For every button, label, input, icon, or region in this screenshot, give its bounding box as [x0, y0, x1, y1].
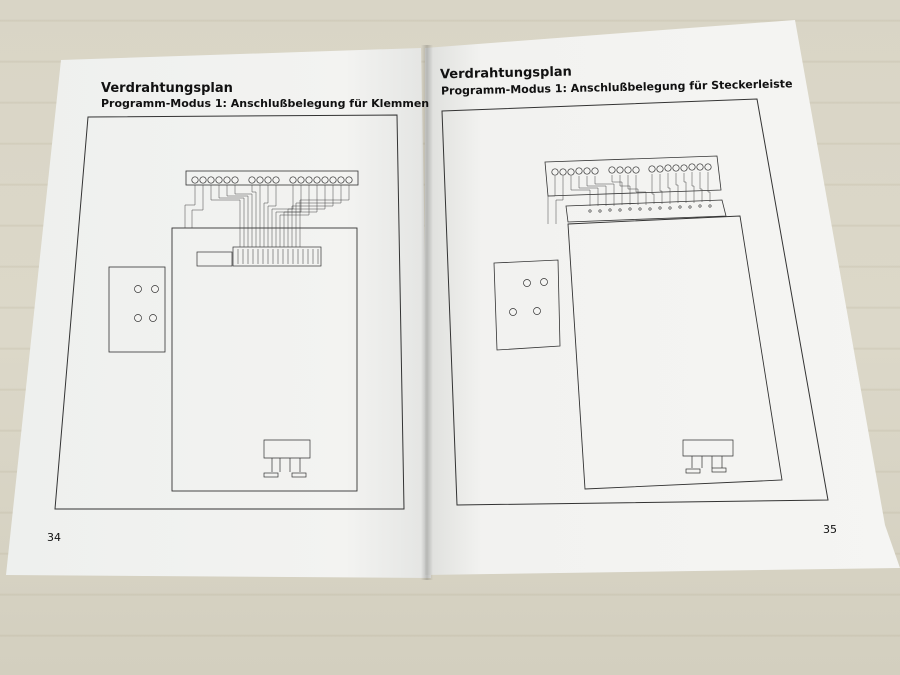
- left-page-number: 34: [47, 531, 61, 544]
- left-diagram-frame: [54, 114, 405, 510]
- left-page-subtitle: Programm-Modus 1: Anschlußbelegung für K…: [101, 97, 430, 110]
- right-terminal-strip: [544, 155, 722, 197]
- book-spine: [421, 45, 433, 580]
- right-lamp-box: [493, 259, 561, 351]
- left-terminal-pins: [237, 249, 319, 264]
- right-module-box: [567, 215, 783, 490]
- left-module-box: [171, 227, 358, 492]
- left-page-title: Verdrahtungsplan: [101, 81, 233, 96]
- left-strip-lamps: [191, 176, 353, 184]
- left-power-block: [196, 251, 233, 267]
- left-page: [6, 48, 431, 578]
- right-plug-connector: [682, 439, 734, 474]
- left-lamp-box: [108, 266, 166, 353]
- right-diagram-frame: [441, 98, 829, 506]
- left-wires: [184, 185, 350, 247]
- right-wires: [547, 172, 711, 224]
- left-plug-connector: [263, 439, 311, 478]
- right-header-pins: [588, 204, 712, 213]
- left-terminal-strip: [185, 170, 359, 186]
- right-box-lamps: [509, 278, 548, 316]
- left-box-lamps: [134, 285, 159, 322]
- right-strip-lamps: [551, 163, 712, 176]
- left-terminal-block: [232, 246, 322, 267]
- right-page-number: 35: [823, 523, 837, 536]
